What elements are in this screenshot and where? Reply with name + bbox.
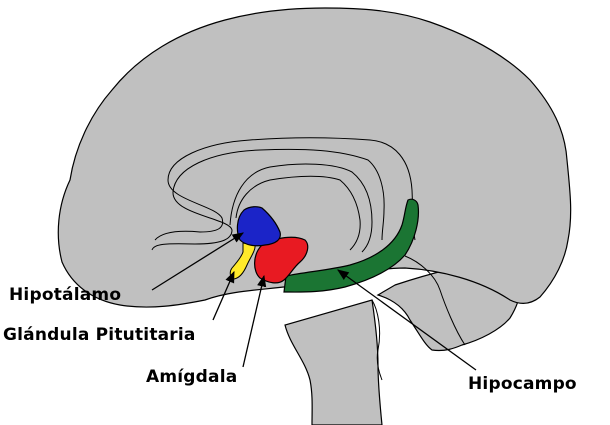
corpus-callosum-inner xyxy=(235,175,361,251)
corpus-callosum-inner-2 xyxy=(229,163,373,253)
cerebrum xyxy=(57,7,572,308)
label-hippocampus: Hipocampo xyxy=(468,374,577,394)
hypothalamus-arrow xyxy=(151,232,244,291)
pituitary-arrow xyxy=(212,270,235,321)
label-pituitary-gland: Glándula Pitutitaria xyxy=(3,325,196,345)
label-amygdala: Amígdala xyxy=(146,367,238,387)
brain-stem xyxy=(284,299,383,425)
hippocampus xyxy=(283,198,420,293)
label-hypothalamus: Hipotálamo xyxy=(9,285,122,305)
fornix-line xyxy=(404,255,466,346)
hippocampus-arrow xyxy=(337,269,477,371)
cingulate-middle xyxy=(151,148,385,251)
cingulate-outer xyxy=(154,137,416,241)
brainstem-divider xyxy=(371,299,383,381)
amygdala-arrow xyxy=(242,274,267,368)
